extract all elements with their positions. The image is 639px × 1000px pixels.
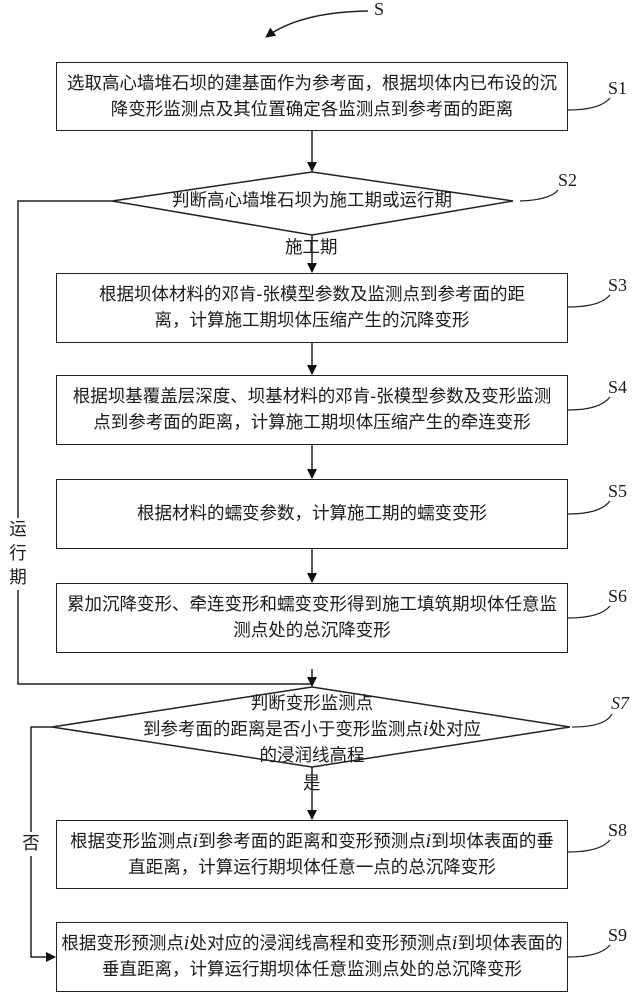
step-label-s3: S3 [608,275,628,295]
process-box-s4: 根据坝基覆盖层深度、坝基材料的邓肯-张模型参数及变形监测点到参考面的距离，计算施… [56,375,568,445]
process-text-s3: 根据坝体材料的邓肯-张模型参数及监测点到参考面的距离，计算施工期坝体压缩产生的沉… [99,285,525,331]
process-box-s1: 选取高心墙堆石坝的建基面作为参考面，根据坝体内已布设的沉降变形监测点及其位置确定… [56,62,568,131]
edge-label-no: 否 [21,832,41,856]
decision-s7-line-2b: 处对应 [428,720,482,740]
connector-s2-operation-loop [17,200,312,685]
leader-s5 [567,500,611,515]
decision-s7-line-2: 到参考面的距离是否小于变形监测点i处对应 [110,717,514,743]
step-label-s8: S8 [608,820,628,840]
var-i: i [183,934,190,954]
decision-s7-line-2a: 到参考面的距离是否小于变形监测点 [142,720,423,740]
operation-char-2: 行 [9,544,27,564]
step-label-s7: S7 [611,693,629,713]
step-label-s5: S5 [608,481,628,501]
process-box-s8: 根据变形监测点i到参考面的距离和变形预测点i到坝体表面的垂直距离，计算运行期坝体… [56,820,568,889]
leader-s1 [567,97,611,111]
var-i: i [425,831,432,852]
process-text-s6: 累加沉降变形、牵连变形和蠕变变形得到施工填筑期坝体任意监测点处的总沉降变形 [67,595,557,641]
decision-s7-line-1: 判断变形监测点 [250,694,374,714]
process-box-s6: 累加沉降变形、牵连变形和蠕变变形得到施工填筑期坝体任意监测点处的总沉降变形 [56,583,568,653]
operation-char-1: 运 [9,520,27,540]
s9-part-2: 处对应的浸润线高程和变形预测点 [189,934,453,954]
s8-part-1: 根据变形监测点 [70,831,193,852]
leader-s9 [567,944,611,958]
leader-s4 [567,396,611,411]
var-i: i [422,720,429,740]
step-label-s2: S2 [558,170,578,190]
leader-s8 [567,839,611,853]
process-box-s3: 根据坝体材料的邓肯-张模型参数及监测点到参考面的距离，计算施工期坝体压缩产生的沉… [56,273,568,343]
leader-s2 [519,189,559,202]
s9-part-1: 根据变形预测点 [61,934,184,954]
leader-s6 [567,605,611,619]
operation-char-3: 期 [9,568,27,588]
step-label-s1: S1 [608,78,628,98]
s8-part-2: 到参考面的距离和变形预测点 [198,831,426,852]
step-label-s6: S6 [608,586,628,606]
decision-text-s7: 判断变形监测点 到参考面的距离是否小于变形监测点i处对应 的浸润线高程 [110,691,514,769]
decision-s7-line-3: 的浸润线高程 [259,746,365,766]
process-box-s5: 根据材料的蠕变参数，计算施工期的蠕变变形 [56,479,568,549]
var-i: i [452,934,458,954]
s9-part-3: 到坝体表面的垂直距离，计算运行期坝体任意监测点处的总沉降变形 [102,934,563,980]
start-label: S [374,0,385,19]
process-text-s8: 根据变形监测点i到参考面的距离和变形预测点i到坝体表面的垂直距离，计算运行期坝体… [63,829,561,881]
process-box-s9: 根据变形预测点i处对应的浸润线高程和变形预测点i到坝体表面的垂直距离，计算运行期… [56,922,568,992]
edge-label-operation: 运 行 期 [8,518,28,590]
decision-text-s2: 判断高心墙堆石坝为施工期或运行期 [172,191,452,211]
process-text-s4: 根据坝基覆盖层深度、坝基材料的邓肯-张模型参数及变形监测点到参考面的距离，计算施… [72,387,552,433]
start-arrow [265,10,369,38]
process-text-s5: 根据材料的蠕变参数，计算施工期的蠕变变形 [137,504,487,524]
edge-label-construction: 施工期 [285,238,338,258]
step-label-s4: S4 [608,377,628,397]
leader-s3 [567,294,611,308]
s8-part-3: 到坝体表面的垂直距离，计算运行期坝体任意一点的总沉降变形 [128,831,554,878]
leader-s7 [571,713,613,728]
process-text-s1: 选取高心墙堆石坝的建基面作为参考面，根据坝体内已布设的沉降变形监测点及其位置确定… [67,73,557,120]
edge-label-yes: 是 [303,774,321,794]
step-label-s9: S9 [608,925,628,945]
var-i: i [192,831,199,852]
process-text-s9: 根据变形预测点i处对应的浸润线高程和变形预测点i到坝体表面的垂直距离，计算运行期… [61,931,563,983]
